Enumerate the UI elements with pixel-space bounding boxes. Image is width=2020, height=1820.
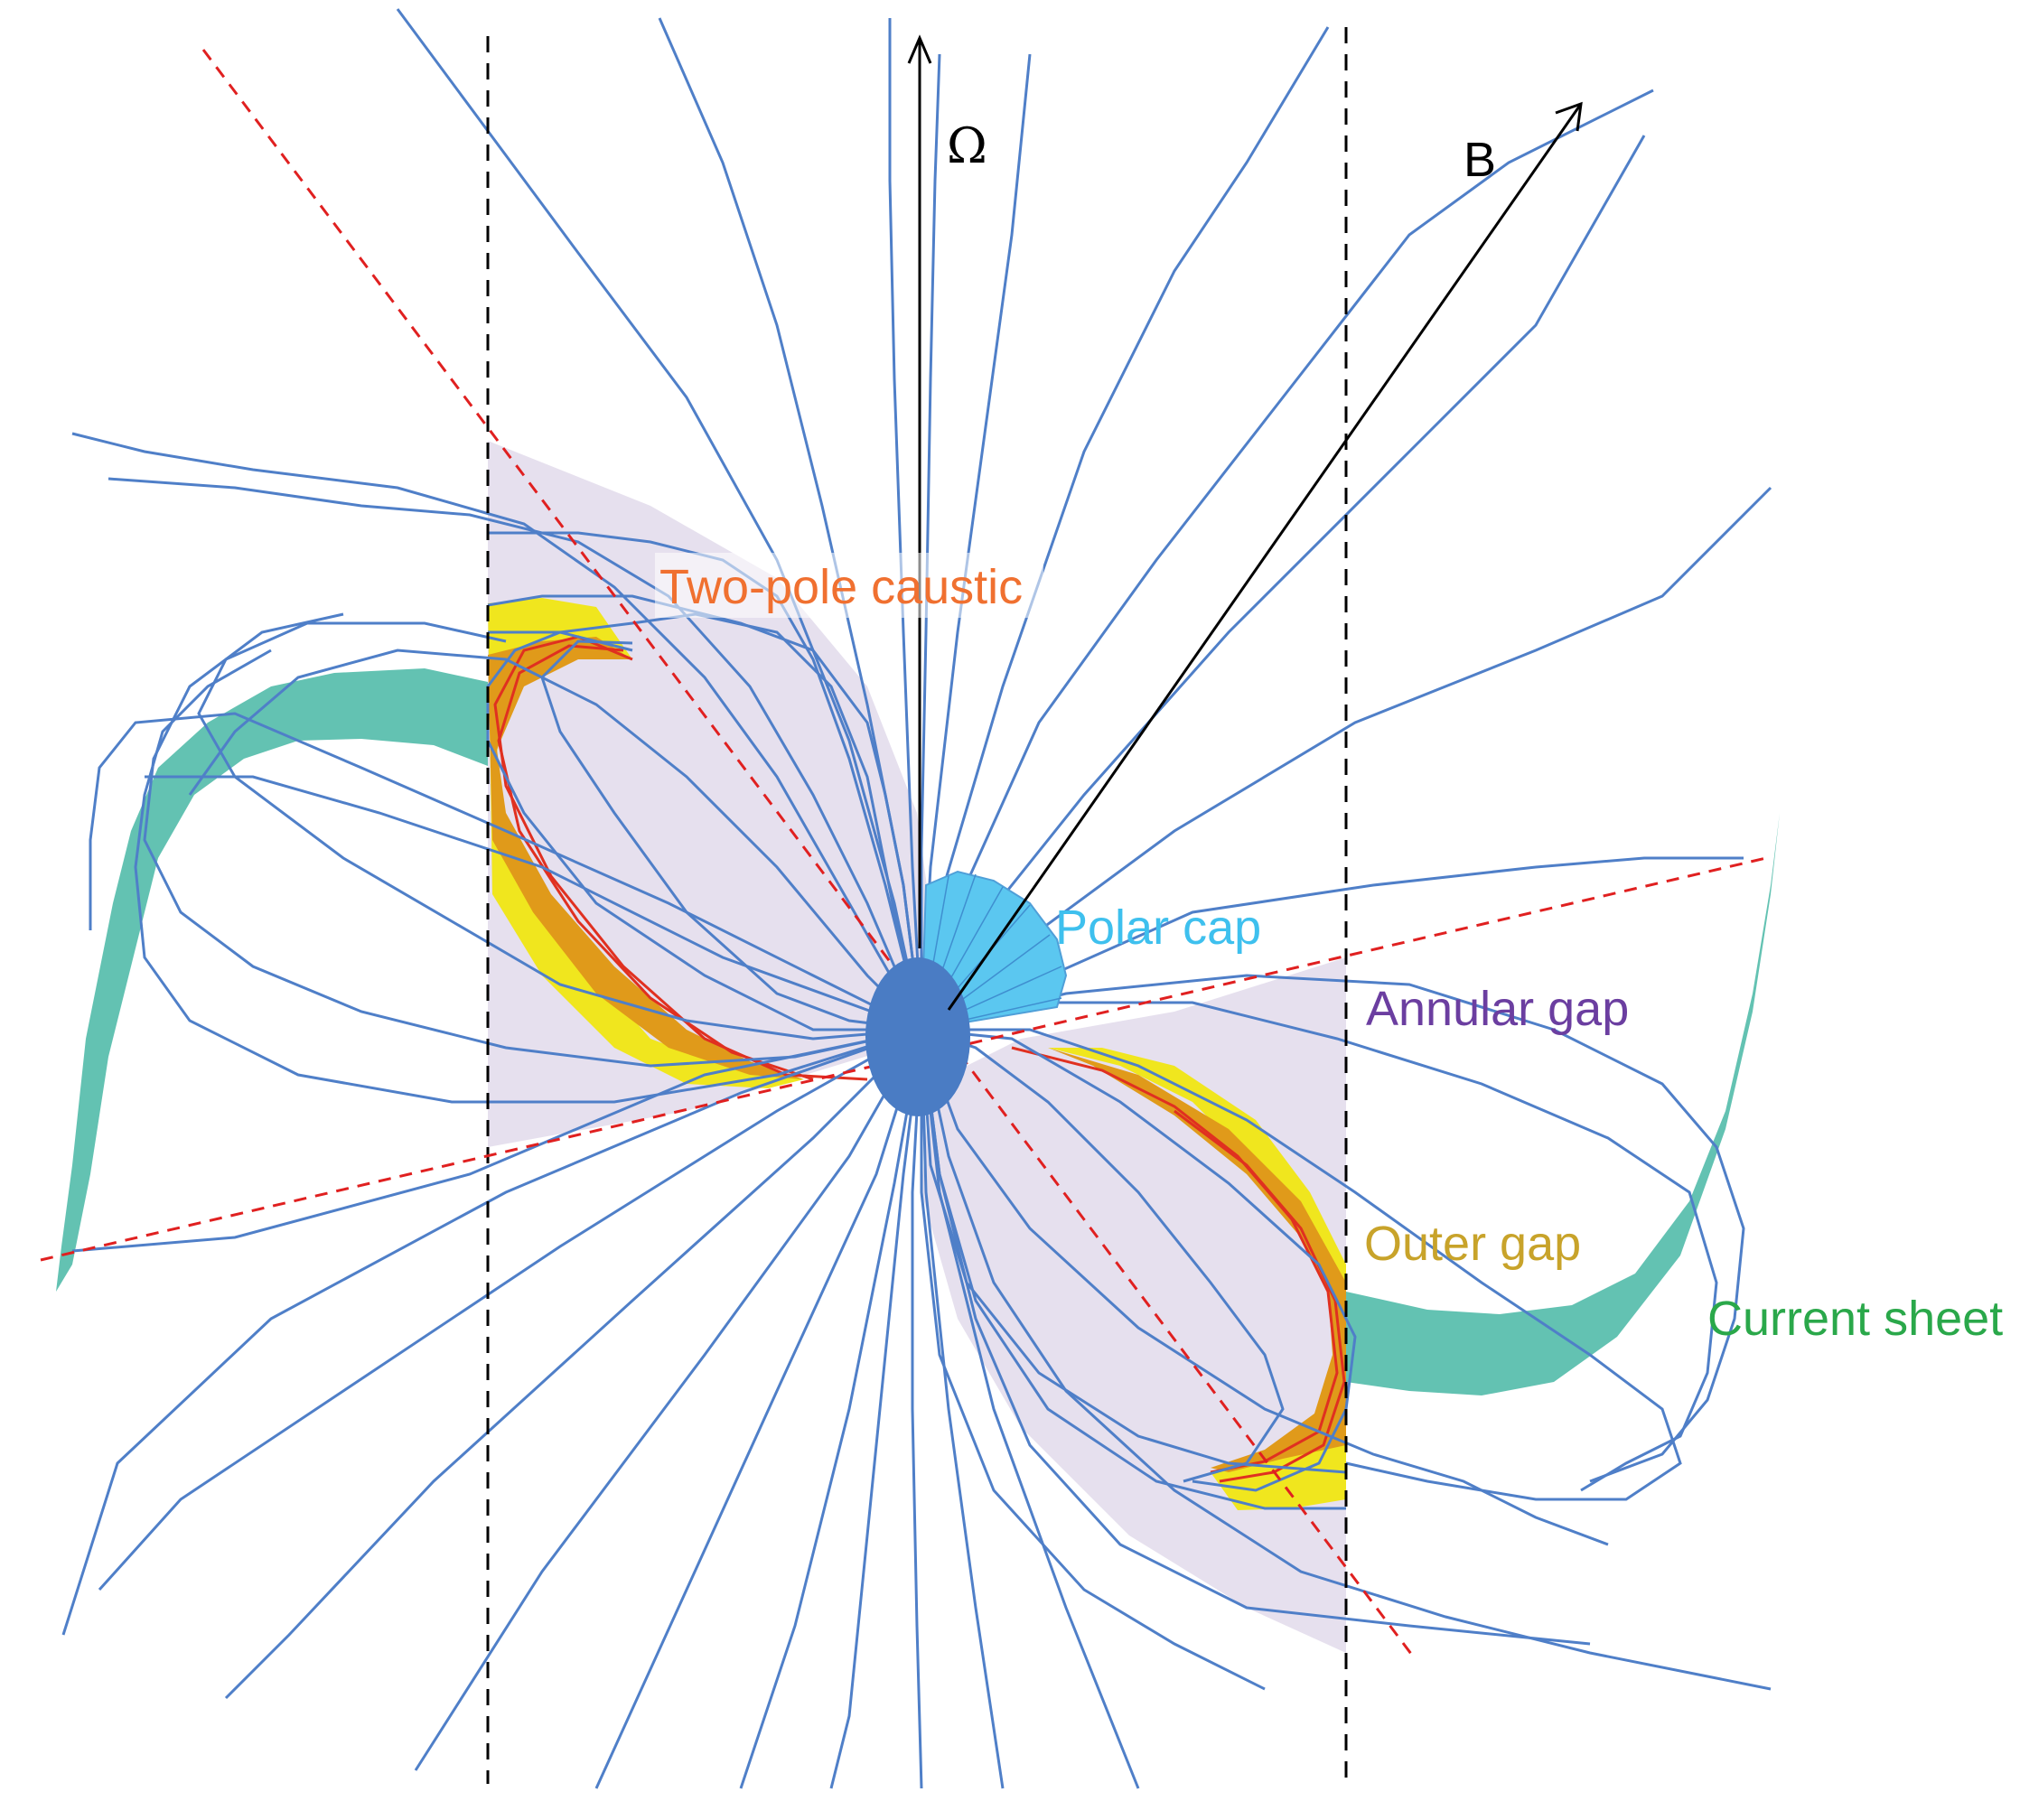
annular-gap-label: Annular gap — [1366, 982, 1629, 1036]
field-line — [488, 612, 923, 1031]
field-line — [921, 1028, 1682, 1501]
field-line — [921, 1028, 1285, 1483]
current-sheet — [56, 668, 1780, 1395]
field-line — [71, 1028, 922, 1253]
field-line — [739, 1029, 923, 1789]
field-line — [920, 1029, 1347, 1474]
field-line — [108, 477, 923, 1031]
omega-label: Ω — [947, 117, 987, 174]
neutron-star — [865, 957, 970, 1116]
outer-gap-lower-right-yellow — [1048, 1048, 1346, 1510]
field-line — [487, 594, 923, 1031]
field-line — [145, 775, 922, 1031]
two-pole-caustic-label: Two-pole caustic — [659, 560, 1023, 614]
field-line — [143, 612, 922, 1068]
field-line — [414, 1029, 923, 1771]
magnetic-axis-arrowhead — [1555, 101, 1583, 132]
field-line — [920, 53, 941, 1030]
null-surface-shallow — [40, 856, 1767, 1262]
field-line — [921, 974, 1745, 1483]
field-line — [920, 1029, 1591, 1646]
b-field-label: B — [1464, 133, 1496, 187]
current-sheet-label: Current sheet — [1707, 1292, 2003, 1346]
null-charge-surfaces — [40, 49, 1767, 1658]
field-line — [71, 432, 923, 1031]
rotation-axis-arrow — [907, 34, 932, 948]
outer-gap-upper-left-yellow — [488, 598, 804, 1088]
field-line — [61, 1028, 922, 1636]
field-line — [224, 1028, 923, 1700]
field-line — [911, 1029, 923, 1789]
field-line — [188, 649, 923, 1031]
two-pole-caustic-label-bg — [655, 553, 1043, 618]
field-line — [594, 1029, 923, 1789]
field-line — [921, 1028, 1357, 1492]
light-cylinder — [486, 27, 1348, 1784]
field-line — [540, 639, 922, 1031]
field-line — [920, 89, 1654, 1031]
field-line — [197, 621, 922, 1041]
outer-gap-upper-left-orange — [488, 637, 804, 1079]
field-line — [921, 1001, 1718, 1492]
field-line — [920, 1029, 1140, 1789]
field-line — [134, 649, 922, 1104]
field-line — [89, 712, 922, 1031]
caustic-edge-upper-left-2 — [497, 644, 814, 1081]
rotation-axis-arrowhead — [907, 34, 932, 64]
field-line — [920, 1029, 1772, 1691]
field-line — [486, 630, 921, 1031]
magnetic-field-lines — [61, 8, 1772, 1789]
current-sheet-right-band — [1346, 813, 1780, 1395]
field-line — [920, 1029, 1005, 1789]
current-sheet-left-band — [56, 668, 488, 1292]
magnetic-axis-arrow — [947, 101, 1583, 1011]
field-line — [98, 1028, 922, 1591]
field-line — [920, 1029, 1609, 1546]
two-pole-caustic-edges — [493, 635, 1346, 1483]
field-line — [829, 1029, 923, 1789]
polar-cap-label: Polar cap — [1055, 901, 1261, 955]
field-line — [920, 1030, 1266, 1691]
null-surface-diagonal — [201, 49, 1416, 1658]
outer-gap-label: Outer gap — [1364, 1217, 1581, 1271]
field-line — [888, 18, 923, 1031]
